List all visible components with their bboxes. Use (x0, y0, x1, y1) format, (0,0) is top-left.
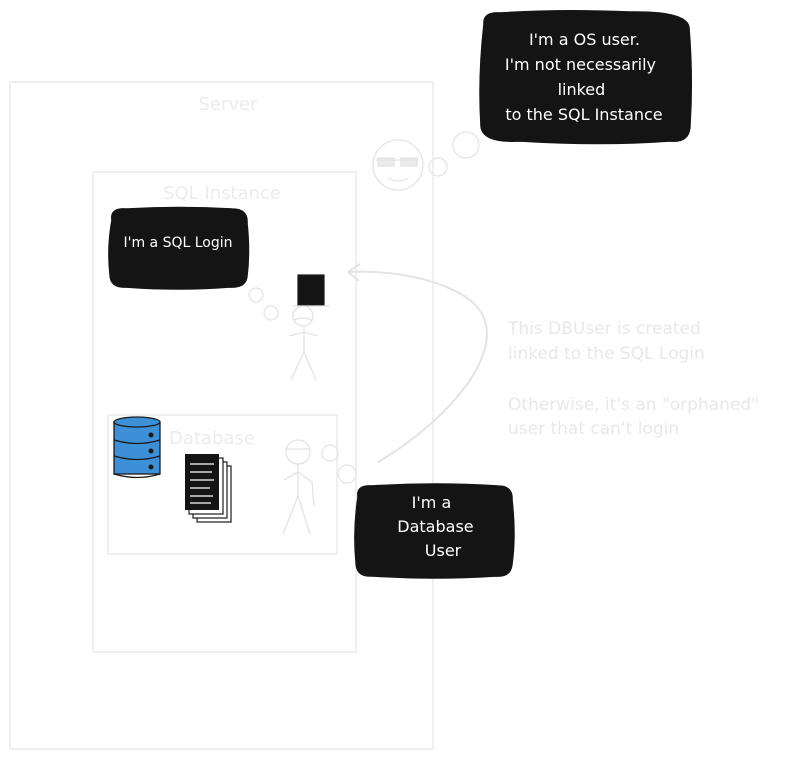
database-label: Database (169, 428, 255, 449)
database-user-line: Database (397, 517, 473, 536)
os-user-line: to the SQL Instance (505, 105, 662, 124)
database-user-bubble: I'm a Database User (354, 483, 515, 579)
server-label: Server (198, 94, 258, 115)
os-user-line: I'm a OS user. (529, 30, 640, 49)
thought-dots-os-user (428, 131, 480, 177)
thought-dots-sql-login (248, 287, 279, 321)
database-user-line: I'm a (412, 493, 452, 512)
os-user-bubble: I'm a OS user. I'm not necessarily linke… (479, 9, 693, 145)
os-user-face-icon (372, 139, 424, 191)
sql-login-bubble-text: I'm a SQL Login (123, 235, 232, 251)
server-container: Server (9, 81, 434, 750)
database-user-bubble-text: I'm a Database User (397, 493, 478, 560)
documents-stack-icon (185, 454, 232, 523)
os-user-line: I'm not necessarily (505, 55, 656, 74)
note-line: Otherwise, it's an "orphaned" (508, 395, 759, 415)
sql-instance-container: SQL Instance (92, 171, 357, 653)
database-user-line: User (425, 541, 462, 560)
note-line: user that can't login (508, 419, 679, 439)
os-user-line: linked (558, 80, 606, 99)
os-user-bubble-text: I'm a OS user. I'm not necessarily linke… (505, 30, 663, 124)
linking-note: This DBUser is created linked to the SQL… (507, 319, 764, 439)
link-arrow (347, 263, 488, 463)
database-container: Database (107, 414, 338, 555)
sql-login-figure-icon (288, 274, 329, 381)
note-line: This DBUser is created (507, 319, 701, 339)
database-cylinder-icon (113, 416, 161, 479)
sql-instance-label: SQL Instance (163, 183, 281, 204)
sql-login-bubble: I'm a SQL Login (108, 206, 250, 290)
note-line: linked to the SQL Login (508, 344, 705, 364)
database-user-figure-icon (282, 439, 315, 535)
thought-dots-database-user (321, 444, 357, 484)
